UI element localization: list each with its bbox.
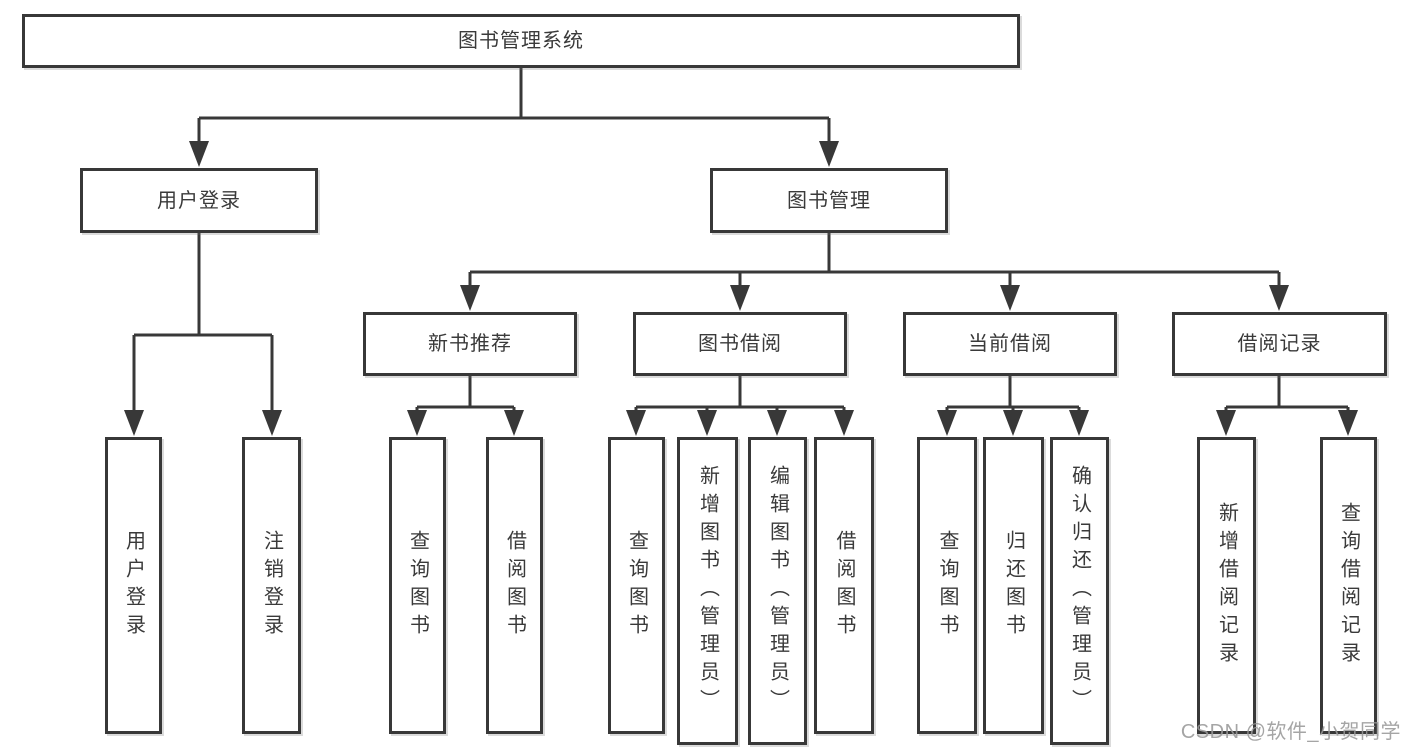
arrow-down-icon (460, 285, 480, 311)
leaf-confirm-return-admin: 确认归还（管理员） (1050, 437, 1109, 745)
node-new-book-recommend: 新书推荐 (363, 312, 577, 376)
leaf-query-books-recommend: 查询图书 (389, 437, 446, 734)
csdn-watermark: CSDN @软件_小贺同学 (1180, 721, 1401, 743)
arrow-down-icon (697, 410, 717, 436)
connector-root-to-level2 (197, 68, 831, 145)
leaf-query-books-borrowing: 查询图书 (608, 437, 665, 734)
connector-current-to-leaves (945, 376, 1081, 414)
leaf-logout: 注销登录 (242, 437, 301, 734)
arrow-down-icon (819, 141, 839, 167)
node-book-management: 图书管理 (710, 168, 948, 233)
node-current-borrowing: 当前借阅 (903, 312, 1117, 376)
arrow-down-icon (407, 410, 427, 436)
leaf-query-borrow-record: 查询借阅记录 (1320, 437, 1377, 734)
arrow-down-icon (1338, 410, 1358, 436)
arrow-down-icon (1269, 285, 1289, 311)
connector-newbook-to-leaves (415, 376, 516, 414)
leaf-return-books: 归还图书 (983, 437, 1044, 734)
arrow-down-icon (189, 141, 209, 167)
node-borrowing-records: 借阅记录 (1172, 312, 1387, 376)
arrow-down-icon (1003, 410, 1023, 436)
arrow-down-icon (834, 410, 854, 436)
connector-borrowing-to-leaves (634, 376, 846, 414)
arrow-down-icon (730, 285, 750, 311)
arrowheads (124, 141, 1358, 436)
leaf-borrow-books-borrowing: 借阅图书 (814, 437, 874, 734)
arrow-down-icon (124, 410, 144, 436)
arrow-down-icon (1216, 410, 1236, 436)
arrow-down-icon (937, 410, 957, 436)
arrow-down-icon (626, 410, 646, 436)
arrow-down-icon (1069, 410, 1089, 436)
node-library-system: 图书管理系统 (22, 14, 1020, 68)
node-user-login: 用户登录 (80, 168, 318, 233)
arrow-down-icon (262, 410, 282, 436)
leaf-add-borrow-record: 新增借阅记录 (1197, 437, 1256, 734)
arrow-down-icon (1000, 285, 1020, 311)
connector-records-to-leaves (1224, 376, 1350, 414)
arrow-down-icon (767, 410, 787, 436)
node-book-borrowing: 图书借阅 (633, 312, 847, 376)
arrow-down-icon (504, 410, 524, 436)
leaf-user-login: 用户登录 (105, 437, 162, 734)
connector-bookmgmt-to-level3 (468, 233, 1281, 289)
connector-userlogin-to-leaves (132, 233, 274, 414)
leaf-borrow-books-recommend: 借阅图书 (486, 437, 543, 734)
leaf-query-books-current: 查询图书 (917, 437, 977, 734)
leaf-edit-book-admin: 编辑图书（管理员） (748, 437, 807, 745)
leaf-add-book-admin: 新增图书（管理员） (677, 437, 738, 745)
